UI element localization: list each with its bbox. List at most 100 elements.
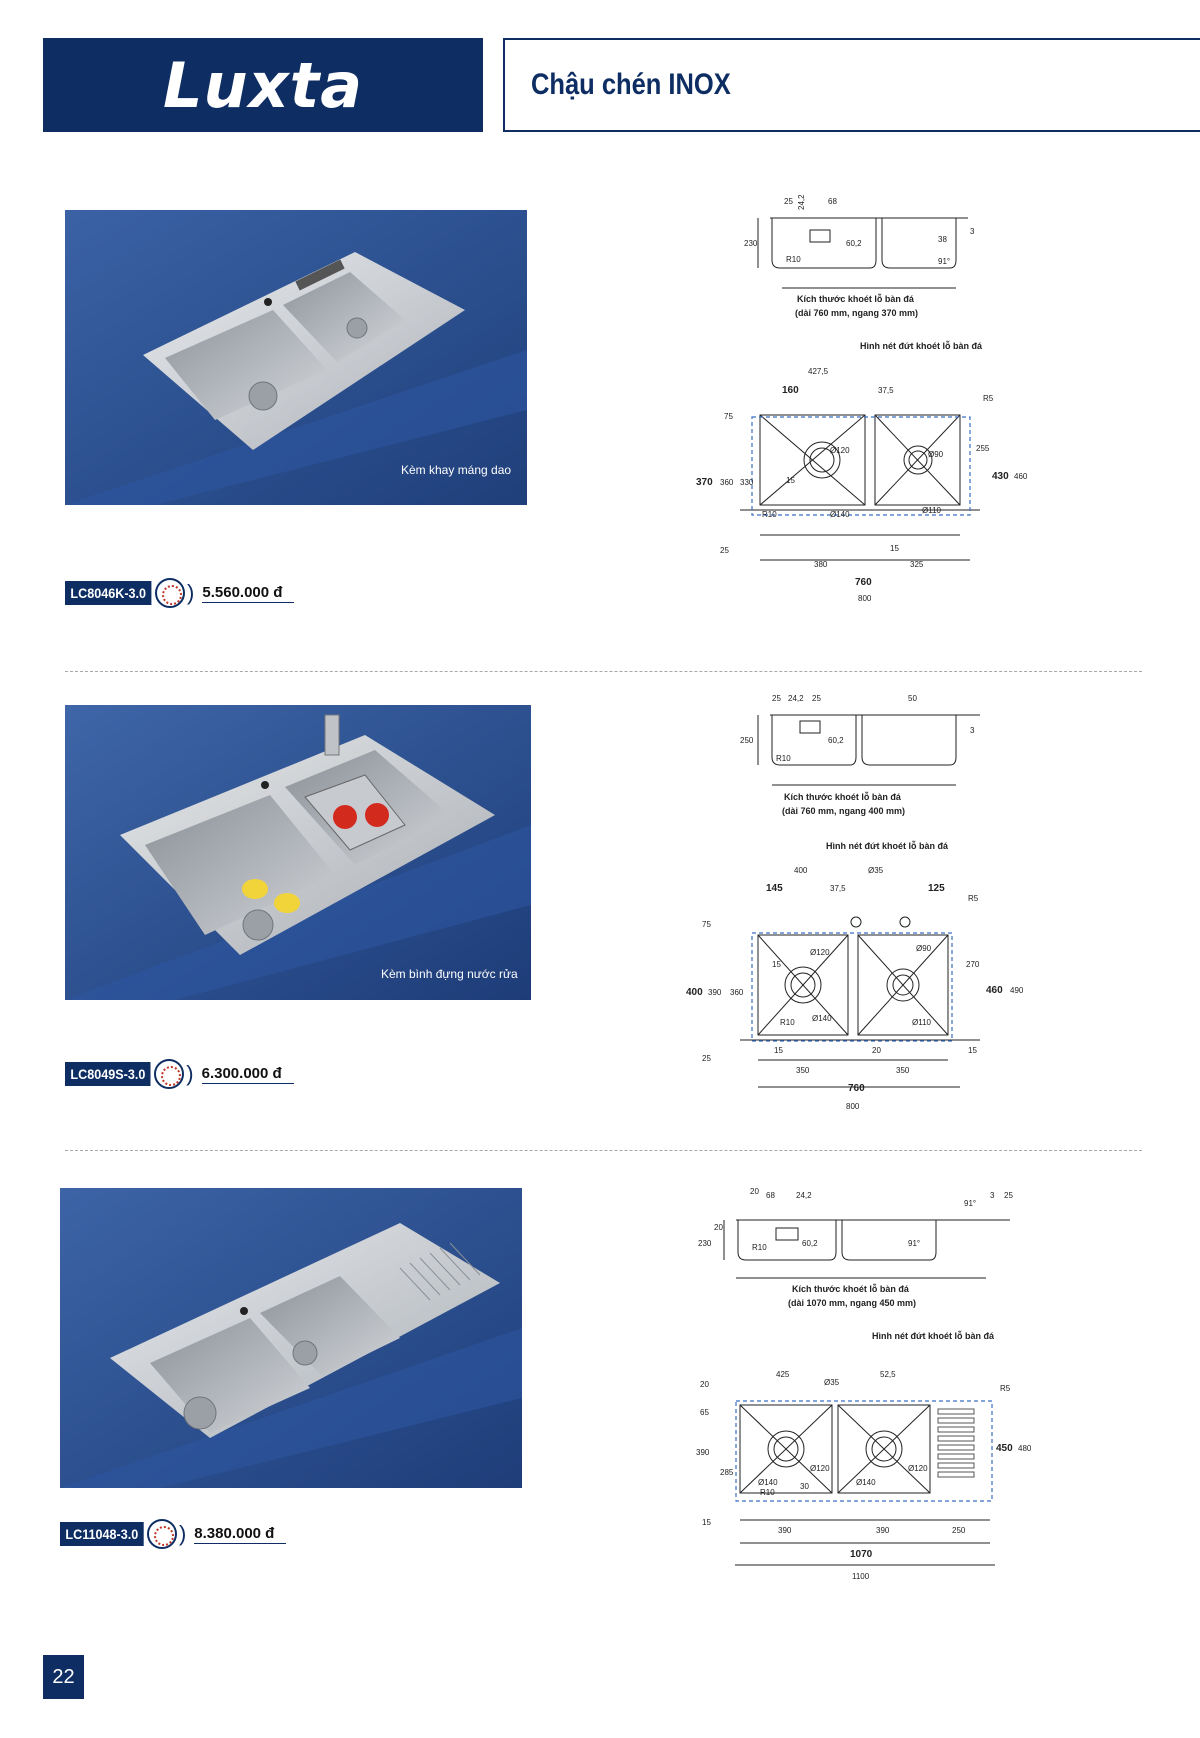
dim-label: Ø110 xyxy=(912,1018,932,1027)
dim-label: 30 xyxy=(800,1482,809,1491)
dim-label: 25 xyxy=(720,546,729,555)
dim-label: 25 xyxy=(772,694,781,703)
dim-label: 20 xyxy=(750,1187,759,1196)
top-view-drawing: Hình nét đứt khoét lỗ bàn đá 425 Ø35 52,… xyxy=(696,1331,1032,1581)
cutout-size: (dài 760 mm, ngang 400 mm) xyxy=(782,806,905,816)
dim-label: 460 xyxy=(986,985,1003,996)
dim-label: 38 xyxy=(938,235,947,244)
dim-label: 15 xyxy=(890,544,899,553)
dim-label: R10 xyxy=(762,510,777,519)
dim-label: 50 xyxy=(908,694,917,703)
dim-label: 270 xyxy=(966,960,980,969)
dim-label: 390 xyxy=(876,1526,890,1535)
dim-label: 25 xyxy=(784,197,793,206)
dim-label: 60,2 xyxy=(828,736,844,745)
dim-label: 25 xyxy=(702,1054,711,1063)
dim-label: 250 xyxy=(952,1526,966,1535)
dim-label: 800 xyxy=(858,594,872,603)
dim-label: 91° xyxy=(938,257,950,266)
cutout-size: (dài 1070 mm, ngang 450 mm) xyxy=(788,1298,916,1308)
dim-label: 68 xyxy=(766,1191,775,1200)
price-tag: LC8046K-3.0 ) 5.560.000 đ xyxy=(65,578,295,608)
dim-label: 24,2 xyxy=(788,694,804,703)
dim-label: Ø110 xyxy=(922,506,942,515)
warranty-badge-icon xyxy=(146,1519,177,1549)
dim-label: 390 xyxy=(778,1526,792,1535)
dim-label: 360 xyxy=(720,478,734,487)
dim-label: 25 xyxy=(1004,1191,1013,1200)
model-code: LC11048-3.0 xyxy=(60,1522,144,1546)
dim-label: 427,5 xyxy=(808,367,829,376)
dim-label: Ø35 xyxy=(824,1378,840,1387)
dim-label: R5 xyxy=(983,394,994,403)
dim-label: 370 xyxy=(696,477,713,488)
dim-label: 24,2 xyxy=(796,1191,812,1200)
dim-label: R10 xyxy=(760,1488,775,1497)
dim-label: 255 xyxy=(976,444,990,453)
dim-label: Ø140 xyxy=(812,1014,832,1023)
cutout-size: (dài 760 mm, ngang 370 mm) xyxy=(795,308,918,318)
section-divider xyxy=(65,671,1142,672)
dim-label: Ø140 xyxy=(856,1478,876,1487)
price-tag: LC8049S-3.0 ) 6.300.000 đ xyxy=(65,1059,294,1089)
page-title-box: Chậu chén INOX xyxy=(503,38,1200,132)
dim-label: 15 xyxy=(968,1046,977,1055)
dim-label: R10 xyxy=(752,1243,767,1252)
bracket-icon: ) xyxy=(178,1521,187,1546)
model-code: LC8049S-3.0 xyxy=(65,1062,151,1086)
section-divider xyxy=(65,1150,1142,1151)
dim-label: 350 xyxy=(896,1066,910,1075)
dashed-cutout-label: Hình nét đứt khoét lỗ bàn đá xyxy=(860,341,983,351)
dim-label: 1070 xyxy=(850,1549,873,1560)
dashed-cutout-label: Hình nét đứt khoét lỗ bàn đá xyxy=(826,841,949,851)
dim-label: 430 xyxy=(992,471,1009,482)
dim-label: 250 xyxy=(740,736,754,745)
dim-label: 20 xyxy=(700,1380,709,1389)
dim-label: Ø35 xyxy=(868,866,884,875)
dim-label: R5 xyxy=(968,894,979,903)
dim-label: Ø120 xyxy=(810,1464,830,1473)
dim-label: 60,2 xyxy=(802,1239,818,1248)
dim-label: R5 xyxy=(1000,1384,1011,1393)
dim-label: 37,5 xyxy=(878,386,894,395)
dim-label: 68 xyxy=(828,197,837,206)
price-tag: LC11048-3.0 ) 8.380.000 đ xyxy=(60,1519,287,1549)
product-caption: Kèm khay máng dao xyxy=(401,463,512,477)
price: 8.380.000 đ xyxy=(194,1525,287,1544)
dim-label: 3 xyxy=(970,227,975,236)
dim-label: 400 xyxy=(794,866,808,875)
dim-label: 800 xyxy=(846,1102,860,1111)
dim-label: Ø90 xyxy=(916,944,932,953)
dim-label: 1100 xyxy=(852,1572,870,1581)
dim-label: 125 xyxy=(928,883,945,894)
page-number: 22 xyxy=(43,1655,84,1699)
product-caption: Kèm bình đựng nước rửa xyxy=(381,967,518,981)
price: 5.560.000 đ xyxy=(202,584,295,603)
dim-label: 37,5 xyxy=(830,884,846,893)
dim-label: Ø140 xyxy=(758,1478,778,1487)
cutout-label: Kích thước khoét lỗ bàn đá xyxy=(792,1284,910,1294)
cutout-label: Kích thước khoét lỗ bàn đá xyxy=(797,294,915,304)
side-view-drawing: 25 24,2 68 230 60,2 R10 38 91° 3 Kích th… xyxy=(744,194,975,318)
warranty-badge-icon xyxy=(154,1059,185,1089)
price: 6.300.000 đ xyxy=(201,1065,294,1084)
dim-label: 20 xyxy=(872,1046,881,1055)
dim-label: 425 xyxy=(776,1370,790,1379)
dim-label: 390 xyxy=(696,1448,710,1457)
dim-label: 52,5 xyxy=(880,1370,896,1379)
dim-label: R10 xyxy=(786,255,801,264)
dim-label: 450 xyxy=(996,1443,1013,1454)
side-view-drawing: 20 68 24,2 230 20 R10 60,2 91° 91° 3 25 … xyxy=(698,1187,1013,1308)
page-title: Chậu chén INOX xyxy=(531,68,731,101)
dim-label: 390 xyxy=(708,988,722,997)
product-photo-lc8046k: Kèm khay máng dao xyxy=(65,210,527,505)
dim-label: Ø120 xyxy=(830,446,850,455)
dim-label: 3 xyxy=(970,726,975,735)
dim-label: Ø120 xyxy=(908,1464,928,1473)
dim-label: 230 xyxy=(698,1239,712,1248)
dim-label: 15 xyxy=(774,1046,783,1055)
dim-label: 91° xyxy=(964,1199,976,1208)
dim-label: 400 xyxy=(686,987,703,998)
dim-label: Ø120 xyxy=(810,948,830,957)
dim-label: 325 xyxy=(910,560,924,569)
